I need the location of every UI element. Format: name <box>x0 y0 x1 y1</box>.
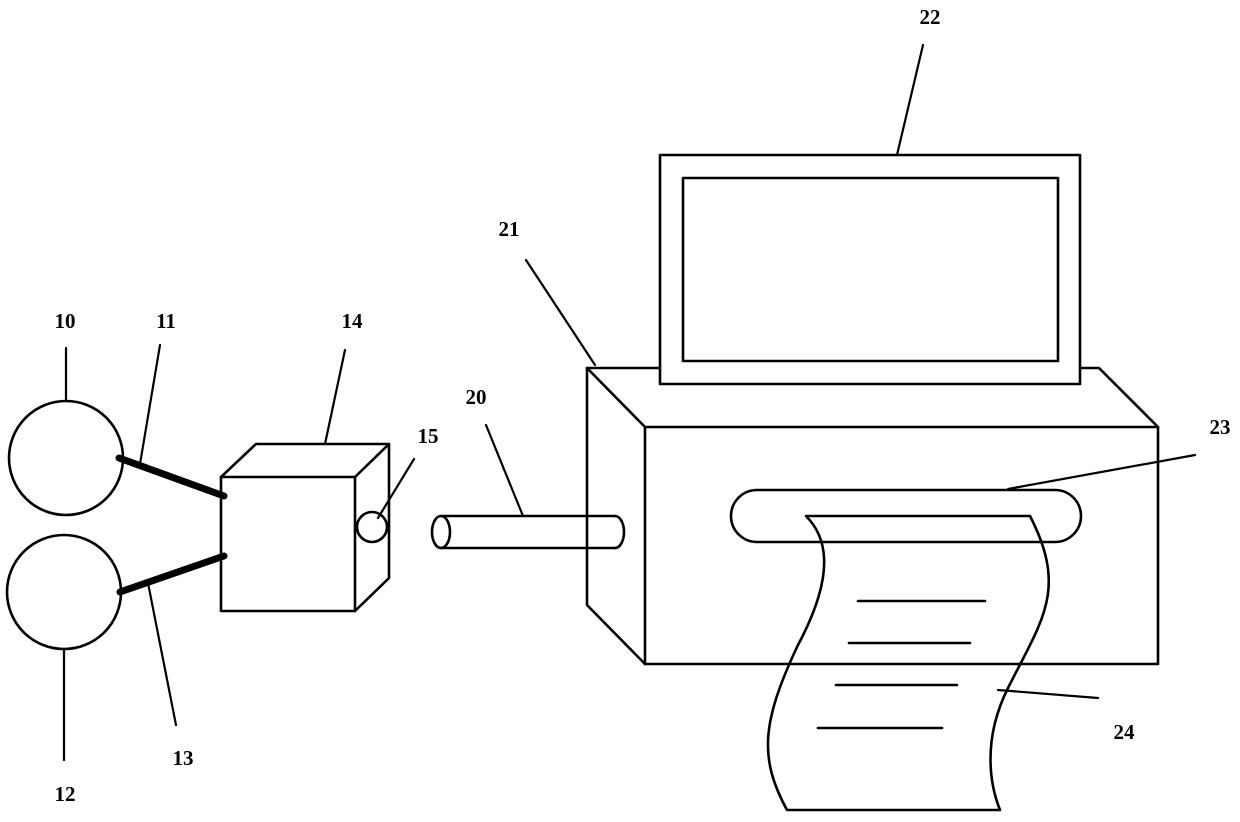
leader-line-23 <box>1008 455 1195 489</box>
label-24: 24 <box>1114 720 1136 744</box>
label-14: 14 <box>342 309 364 333</box>
leader-line-13 <box>148 583 176 725</box>
connector-rod-13 <box>120 556 224 592</box>
transmitter-box-14 <box>221 444 389 611</box>
port-15 <box>357 512 387 542</box>
leader-line-11 <box>140 345 160 464</box>
leader-line-24 <box>998 690 1098 698</box>
leader-line-21 <box>526 260 595 365</box>
sensor-circle-12 <box>7 535 121 649</box>
leader-line-14 <box>325 350 345 444</box>
connector-rod-11 <box>119 458 224 496</box>
label-20: 20 <box>466 385 487 409</box>
sensor-circle-10 <box>9 401 123 515</box>
label-21: 21 <box>499 217 520 241</box>
label-23: 23 <box>1210 415 1231 439</box>
monitor-22 <box>660 155 1080 384</box>
label-11: 11 <box>156 309 176 333</box>
label-10: 10 <box>55 309 76 333</box>
label-13: 13 <box>173 746 194 770</box>
leader-line-20 <box>486 425 523 516</box>
label-22: 22 <box>920 5 941 29</box>
leader-line-15 <box>378 459 414 518</box>
cable-cylinder-20 <box>432 516 624 548</box>
leader-line-22 <box>897 45 923 155</box>
label-12: 12 <box>55 782 76 806</box>
label-15: 15 <box>418 424 439 448</box>
